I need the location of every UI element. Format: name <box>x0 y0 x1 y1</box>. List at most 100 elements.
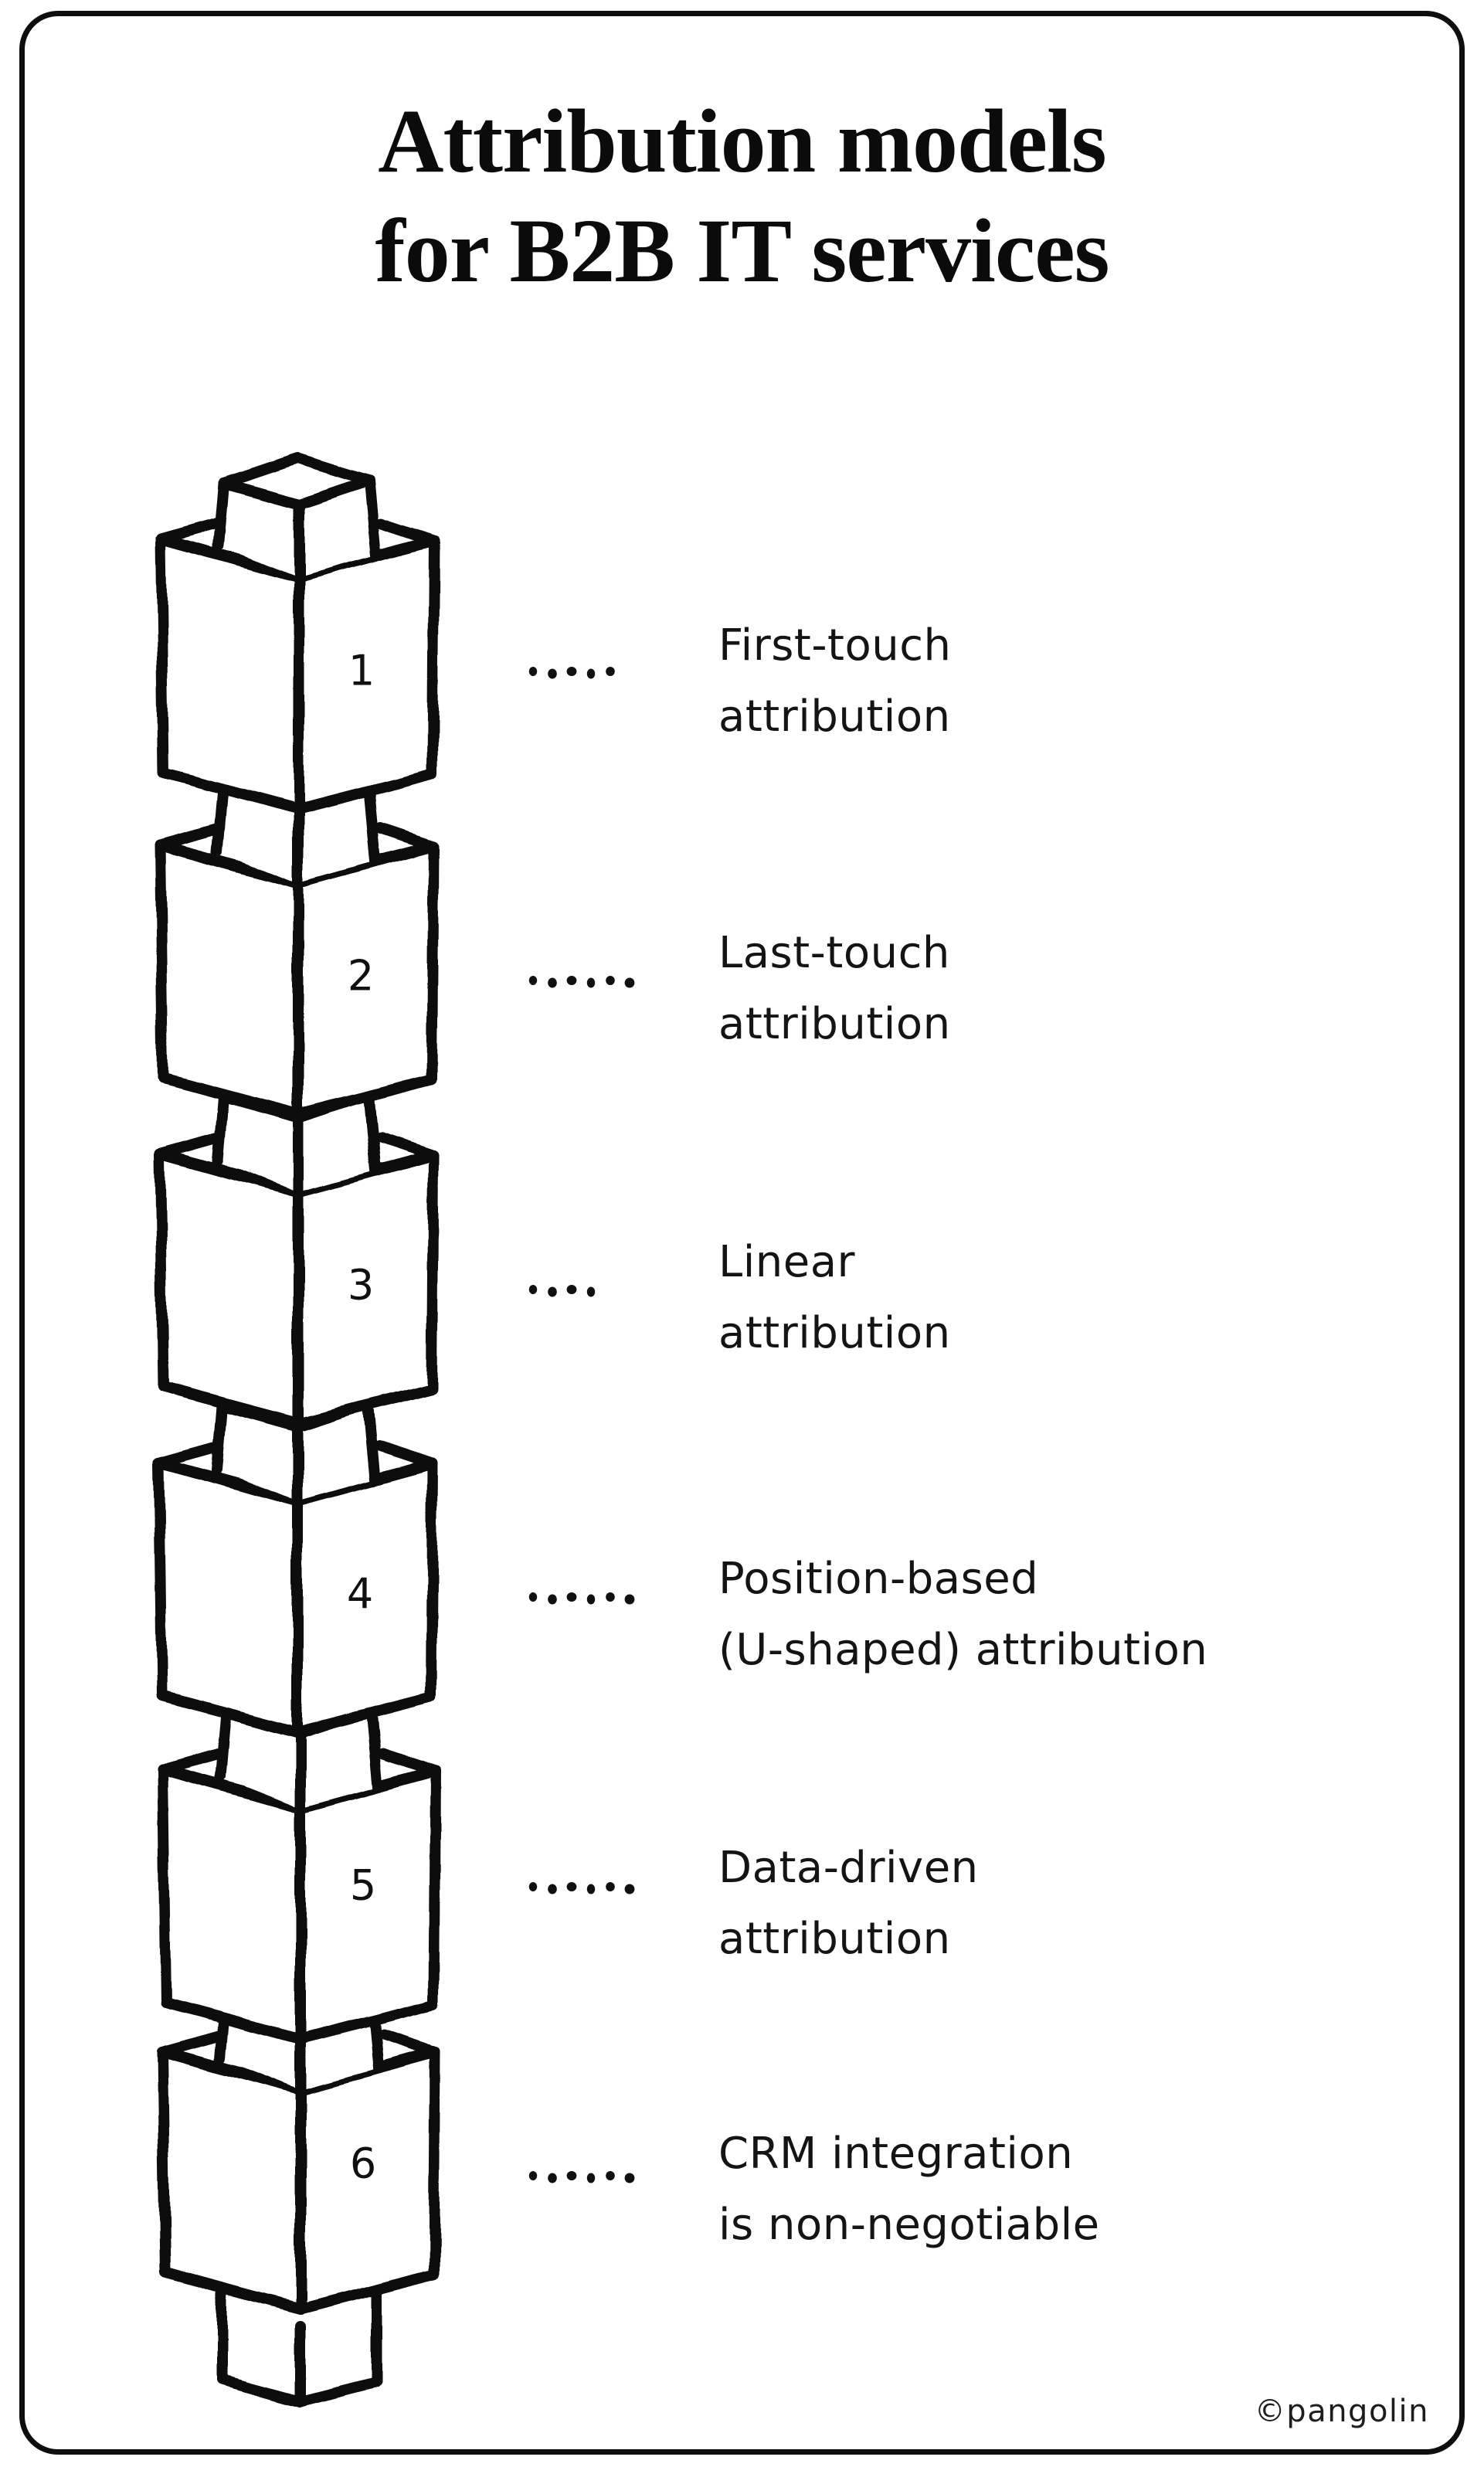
block-face <box>218 788 298 883</box>
label-line-1: CRM integration <box>718 2129 1074 2179</box>
block-face <box>222 2283 301 2401</box>
leader-dot <box>586 668 596 679</box>
label-line-1: Last-touch <box>718 928 950 978</box>
title-line-2: for B2B IT services <box>375 200 1109 301</box>
label-line-2: is non-negotiable <box>718 2200 1100 2250</box>
block-face <box>298 1095 375 1192</box>
block-edge <box>364 475 382 562</box>
block-face <box>160 844 298 1114</box>
page-title: Attribution models for B2B IT services <box>0 87 1484 306</box>
leader-dots <box>528 2171 635 2183</box>
leader-dot <box>528 1592 538 1602</box>
label-line-2: attribution <box>718 1308 951 1358</box>
block-edge <box>295 2377 382 2407</box>
leader-dot <box>586 2173 596 2183</box>
block-edge <box>365 1705 383 1792</box>
block-edge <box>170 1766 300 1809</box>
block-edge <box>167 1459 297 1502</box>
leader-dot <box>586 977 596 988</box>
leader-dot <box>528 1285 538 1294</box>
leader-dot <box>548 1884 557 1894</box>
block-face <box>301 1771 436 2039</box>
label-line-2: (U-shaped) attribution <box>718 1625 1208 1675</box>
label-line-1: First-touch <box>718 620 952 671</box>
leader-dot <box>548 2173 557 2183</box>
block-face <box>162 1769 301 2039</box>
block-edge <box>362 1398 380 1485</box>
block-5 <box>157 1683 441 2044</box>
leader-dot <box>606 976 615 985</box>
model-label-3: Linear attribution <box>718 1227 951 1369</box>
label-line-1: Position-based <box>718 1554 1039 1604</box>
block-number: 4 <box>347 1570 373 1619</box>
block-face <box>298 1155 433 1423</box>
leader-dot <box>566 1285 577 1294</box>
block-edge <box>212 1401 228 1475</box>
leader-dot <box>566 976 577 985</box>
block-edge <box>168 841 297 884</box>
block-face <box>218 1097 298 1192</box>
block-3 <box>155 1067 439 1429</box>
leader-dots <box>528 1882 635 1894</box>
label-line-1: Data-driven <box>718 1843 979 1893</box>
block-face <box>298 786 375 883</box>
block-face <box>162 2051 301 2309</box>
block-number: 6 <box>350 2139 376 2188</box>
block-face <box>297 1404 375 1501</box>
block-face <box>161 539 299 809</box>
tower-blocks <box>154 453 441 2407</box>
leader-dots <box>528 976 635 988</box>
leader-dot <box>624 1884 635 1894</box>
block-face <box>299 541 434 809</box>
block-face <box>217 1406 297 1501</box>
frame-border <box>19 11 1465 2455</box>
block-edge <box>168 1150 297 1193</box>
leader-dot <box>606 1882 615 1891</box>
block-foot <box>216 2283 382 2407</box>
block-number: 1 <box>348 647 375 695</box>
block-4 <box>154 1376 438 1738</box>
block-face <box>301 1711 378 1808</box>
block-face <box>160 1154 298 1423</box>
model-label-6: CRM integration is non-negotiable <box>718 2119 1100 2261</box>
leader-dot <box>548 977 557 988</box>
block-edge <box>363 1089 381 1176</box>
block-edge <box>168 536 298 579</box>
model-label-4: Position-based (U-shaped) attribution <box>718 1544 1207 1686</box>
block-face <box>298 846 433 1114</box>
leader-dot <box>624 2173 635 2183</box>
block-1 <box>155 453 440 814</box>
leader-dot <box>606 2171 615 2180</box>
leader-dots <box>528 667 615 679</box>
leader-dots <box>528 1285 596 1297</box>
block-edge <box>215 1708 231 1782</box>
block-edge <box>212 783 229 857</box>
leader-dot <box>548 668 557 679</box>
leader-dot <box>586 1286 596 1297</box>
leader-dot <box>624 977 635 988</box>
label-line-1: Linear <box>718 1237 856 1287</box>
leader-dot <box>528 667 538 676</box>
block-edge <box>363 780 381 867</box>
block-face <box>301 2053 436 2309</box>
leader-dots <box>528 1592 635 1605</box>
leader-dot <box>586 1594 596 1605</box>
leader-dot <box>566 2171 577 2180</box>
block-edge <box>216 2374 306 2407</box>
label-line-2: attribution <box>718 692 951 742</box>
leader-dot <box>606 1592 615 1602</box>
leader-dot <box>548 1286 557 1297</box>
block-2 <box>155 758 439 1120</box>
leader-dot <box>528 976 538 985</box>
title-line-1: Attribution models <box>378 90 1106 192</box>
block-number: 3 <box>348 1261 374 1310</box>
leader-dot <box>566 667 577 676</box>
block-edge <box>219 453 375 488</box>
label-line-2: attribution <box>718 1914 951 1964</box>
block-face <box>219 483 299 578</box>
leader-dot <box>528 1882 538 1891</box>
